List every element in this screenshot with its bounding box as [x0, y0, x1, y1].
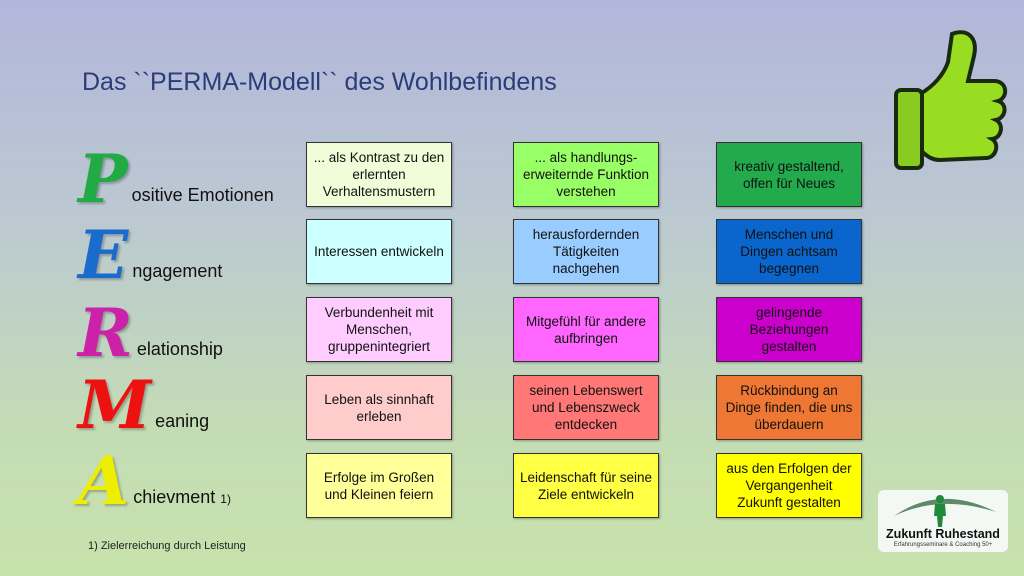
- perma-box: Leidenschaft für seine Ziele entwickeln: [513, 453, 659, 518]
- perma-label: ngagement: [132, 262, 222, 288]
- perma-label-text: eaning: [155, 411, 210, 431]
- perma-box: aus den Erfolgen der Vergangenheit Zukun…: [716, 453, 862, 518]
- perma-label-text: elationship: [136, 339, 223, 359]
- logo-name: Zukunft Ruhestand: [886, 527, 1000, 541]
- thumbs-up-icon: [894, 30, 1008, 170]
- perma-box: Rückbindung an Dinge finden, die uns übe…: [716, 375, 862, 440]
- perma-letter-m: M: [78, 366, 152, 444]
- perma-label: elationship: [137, 340, 223, 366]
- perma-box: seinen Lebenswert und Lebenszweck entdec…: [513, 375, 659, 440]
- perma-label: chievment 1): [133, 488, 231, 514]
- perma-box: Mitgefühl für andere aufbringen: [513, 297, 659, 362]
- perma-label: eaning: [155, 412, 209, 438]
- perma-box: gelingende Beziehungen gestalten: [716, 297, 862, 362]
- perma-letter-a: A: [78, 442, 130, 520]
- perma-box: Leben als sinnhaft erleben: [306, 375, 452, 440]
- perma-label: ositive Emotionen: [132, 186, 274, 212]
- footnote-ref: 1): [220, 492, 231, 506]
- perma-box: herausfordernden Tätigkeiten nachgehen: [513, 219, 659, 284]
- perma-letter-p: P: [78, 140, 128, 218]
- logo-tagline: Erfahrungsseminare & Coaching 50+: [893, 542, 993, 548]
- perma-letter-r: R: [78, 294, 133, 372]
- perma-box: kreativ gestaltend, offen für Neues: [716, 142, 862, 207]
- perma-box: ... als Kontrast zu den erlernten Verhal…: [306, 142, 452, 207]
- zukunft-ruhestand-logo: Zukunft Ruhestand Erfahrungsseminare & C…: [878, 490, 1008, 552]
- perma-box: Interessen entwickeln: [306, 219, 452, 284]
- perma-box: ... als handlungs-erweiternde Funktion v…: [513, 142, 659, 207]
- perma-box: Erfolge im Großen und Kleinen feiern: [306, 453, 452, 518]
- logo-figure-icon: [894, 495, 996, 527]
- perma-letter-e: E: [78, 216, 129, 294]
- perma-box: Menschen und Dingen achtsam begegnen: [716, 219, 862, 284]
- perma-label-text: ositive Emotionen: [131, 185, 274, 205]
- perma-box: Verbundenheit mit Menschen, gruppeninteg…: [306, 297, 452, 362]
- perma-label-text: ngagement: [132, 261, 223, 281]
- footnote: 1) Zielerreichung durch Leistung: [88, 540, 246, 552]
- page-title: Das ``PERMA-Modell`` des Wohlbefindens: [82, 68, 557, 96]
- perma-label-text: chievment: [133, 487, 216, 507]
